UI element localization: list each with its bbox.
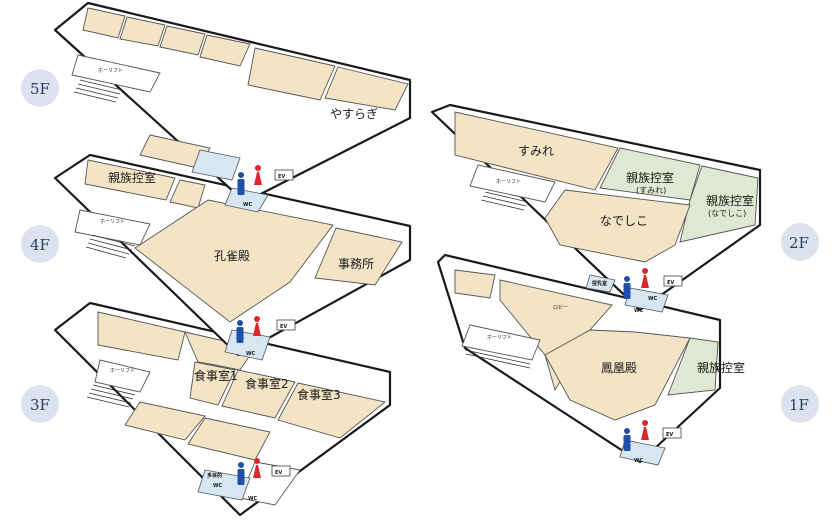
floor-badge-3f[interactable]: 3F [21, 385, 59, 423]
man-icon [623, 428, 631, 451]
room-kujaku: 孔雀殿 [214, 249, 250, 263]
elevator-label-4f: ホーリフト [100, 219, 125, 225]
wc-label-3f-a: WC [213, 483, 223, 489]
floor-badge-1f-label: 1F [789, 396, 809, 414]
man-icon [237, 172, 245, 195]
floor-5f: ホーリフト やすらぎ WC EV [53, 1, 412, 213]
stair-icon [85, 234, 136, 259]
ev-label-2f: EV [667, 280, 674, 286]
floor-badge-5f-label: 5F [30, 80, 50, 98]
stair-icon [86, 384, 136, 408]
ev-label-1f: EV [666, 432, 673, 438]
elevator-label-2f: ホーリフト [496, 179, 521, 185]
floor-2f: ホーリフト すみれ 親族控室 (すみれ) 親族控室 (なでしこ) なでしこ 授乳… [430, 103, 762, 314]
woman-icon [253, 316, 261, 336]
room-nadeshiko: なでしこ [600, 214, 648, 228]
elevator-icon [274, 169, 294, 181]
elevator-label-3f: ホーリフト [110, 368, 135, 374]
stair-icon [73, 79, 123, 103]
room-shokuji2: 食事室2 [245, 376, 289, 391]
woman-icon [641, 268, 649, 288]
floor-badge-5f[interactable]: 5F [21, 69, 59, 107]
man-icon [237, 462, 245, 485]
room-shinzoku-4f: 親族控室 [108, 170, 156, 185]
stair-icon [464, 349, 531, 369]
floor-3f: ホーリフト 食事室1 食事室2 食事室3 多目的 WC WC EV [53, 301, 392, 517]
small-room-3f: 多目的 [207, 472, 222, 479]
stair-icon [480, 191, 529, 211]
elevator-label-5f: ホーリフト [98, 68, 123, 74]
woman-icon [254, 165, 262, 185]
small-room-2f: 授乳室 [591, 280, 607, 287]
room-lobby: ロビー [553, 304, 568, 311]
ev-label-3f: EV [275, 470, 282, 476]
elevator-icon [271, 465, 291, 477]
room-shinzoku-sumire: 親族控室 [626, 170, 674, 185]
floor-badge-3f-label: 3F [30, 396, 50, 414]
floor-badge-2f-label: 2F [789, 234, 809, 252]
room-shinzoku-1f: 親族控室 [697, 360, 745, 375]
floor-badge-2f[interactable]: 2F [781, 223, 819, 261]
floor-badge-1f[interactable]: 1F [781, 385, 819, 423]
man-icon [236, 320, 244, 343]
elevator-icon [663, 275, 683, 287]
man-icon [623, 276, 631, 299]
wc-label-5f: WC [243, 202, 253, 208]
room-shinzoku-nadeshiko: 親族控室 [706, 193, 754, 208]
ev-label-5f: EV [278, 174, 285, 180]
room-yasuragi: やすらぎ [330, 107, 378, 121]
room-shokuji1: 食事室1 [194, 368, 238, 383]
woman-icon [253, 458, 261, 478]
wc-label-4f: WC [246, 351, 256, 357]
room-houou: 鳳凰殿 [601, 361, 637, 375]
floor-badge-4f[interactable]: 4F [21, 225, 59, 263]
ev-label-4f: EV [280, 324, 287, 330]
wc-label-2f-a: WC [648, 296, 658, 302]
woman-icon [641, 420, 649, 440]
room-sumire: すみれ [518, 144, 554, 158]
elevator-icon [662, 427, 682, 439]
floor-4f: ホーリフト 親族控室 孔雀殿 事務所 WC EV [53, 153, 412, 361]
wc-label-2f-b: WC [634, 308, 644, 314]
room-shokuji3: 食事室3 [297, 387, 341, 402]
wc-label-1f: WC [634, 458, 644, 464]
room-shinzoku-sumire-sub: (すみれ) [636, 186, 666, 195]
floor-badge-4f-label: 4F [30, 236, 50, 254]
room-jimusho: 事務所 [338, 257, 374, 271]
room-shinzoku-nadeshiko-sub: (なでしこ) [708, 209, 746, 218]
elevator-icon [276, 319, 296, 331]
wc-label-3f-b: WC [248, 496, 258, 502]
elevator-label-1f: ホーリフト [487, 335, 512, 341]
